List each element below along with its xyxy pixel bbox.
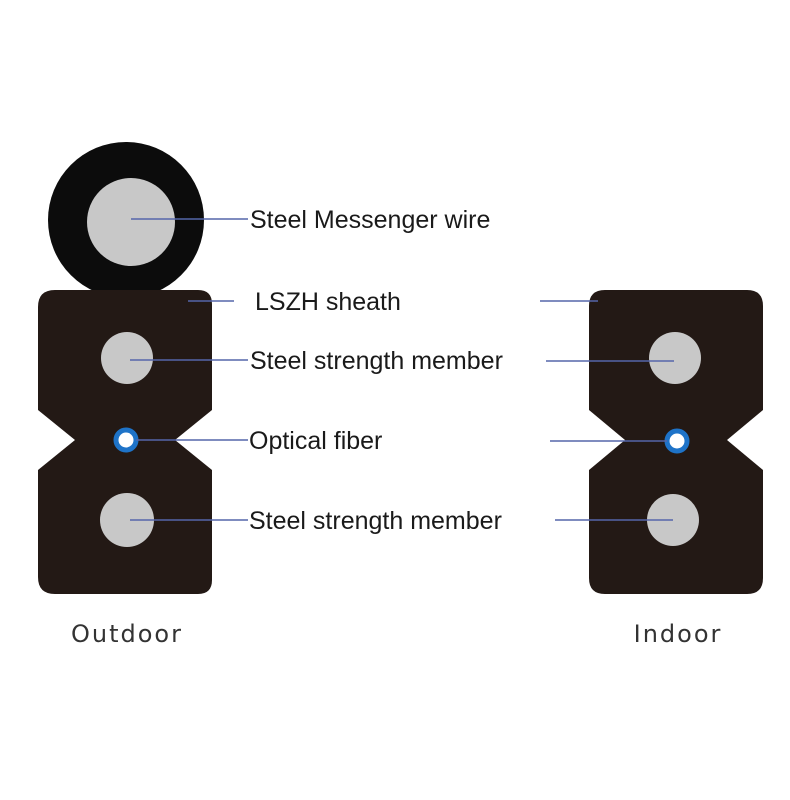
- messenger-steel-core: [87, 178, 175, 266]
- outdoor-strength-member-top: [101, 332, 153, 384]
- indoor-strength-member-top: [649, 332, 701, 384]
- leader-lines: [130, 218, 674, 521]
- indoor-cable: [589, 290, 763, 594]
- caption-indoor: Indoor: [634, 620, 723, 648]
- label-lszh-sheath: LSZH sheath: [255, 288, 401, 316]
- label-optical-fiber: Optical fiber: [249, 427, 382, 455]
- label-steel-messenger-wire: Steel Messenger wire: [250, 206, 490, 234]
- caption-outdoor: Outdoor: [71, 620, 183, 648]
- indoor-optical-fiber: [664, 428, 690, 454]
- outdoor-cable: [38, 142, 212, 594]
- label-steel-strength-member-top: Steel strength member: [250, 347, 503, 375]
- outdoor-strength-member-bottom: [100, 493, 154, 547]
- callout-labels: Steel Messenger wire LSZH sheath Steel s…: [249, 206, 503, 535]
- label-steel-strength-member-bottom: Steel strength member: [249, 507, 502, 535]
- outdoor-optical-fiber: [113, 427, 139, 453]
